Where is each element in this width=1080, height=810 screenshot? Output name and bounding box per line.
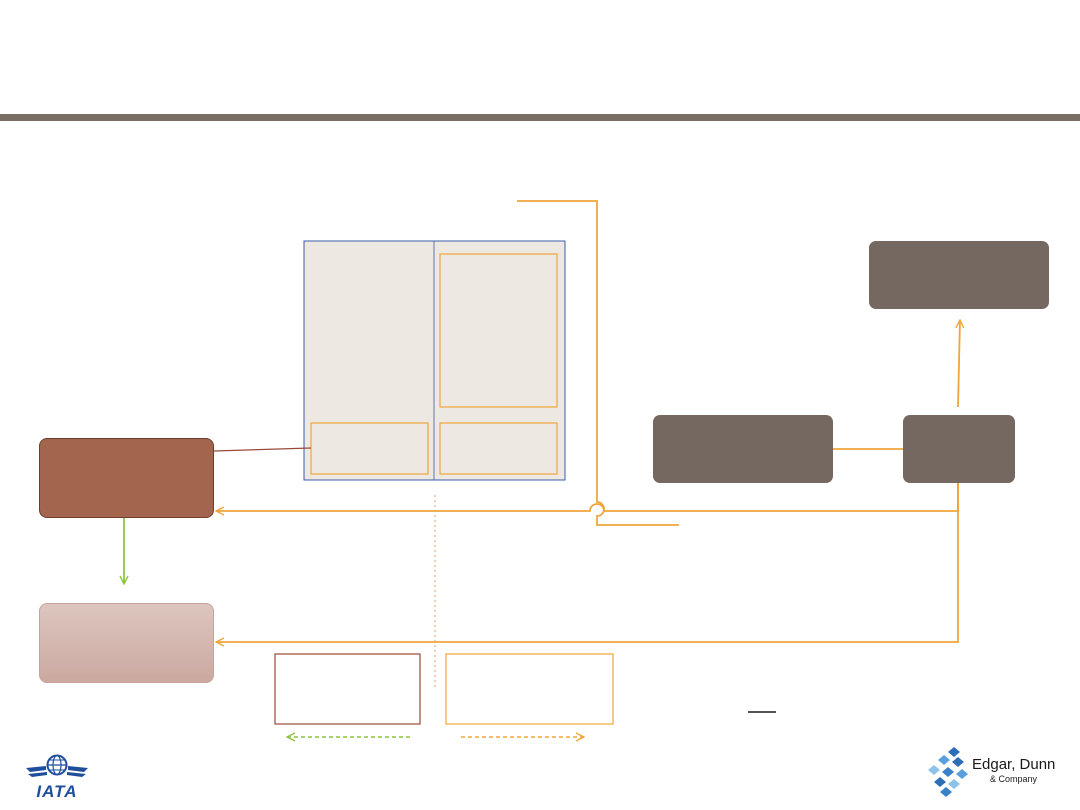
center-panel-frame — [303, 240, 566, 481]
header-divider — [0, 114, 1080, 121]
center-panel — [303, 240, 566, 481]
arrow-hub-to-brown — [216, 483, 959, 511]
node-gray-middle — [653, 415, 833, 483]
edgar-dunn-logo-subtitle: & Company — [990, 774, 1038, 784]
node-gray-hub — [903, 415, 1015, 483]
node-pink-left — [39, 603, 214, 683]
legend-box-left — [274, 653, 421, 725]
arrow-hub-to-top — [958, 320, 960, 408]
legend-box-right — [445, 653, 614, 725]
panel-inner-box-bottom-right — [439, 422, 558, 475]
edgar-dunn-logo-mark — [928, 747, 968, 797]
node-brown-left — [39, 438, 214, 518]
panel-inner-box-tall — [439, 253, 558, 408]
arrow-hub-to-pink — [216, 483, 959, 642]
node-gray-top-right — [869, 241, 1049, 309]
svg-text:IATA: IATA — [36, 782, 77, 801]
edgar-dunn-logo-name: Edgar, Dunn — [972, 756, 1056, 773]
link-brown-to-panel — [213, 447, 312, 452]
iata-logo: IATA — [26, 754, 88, 801]
